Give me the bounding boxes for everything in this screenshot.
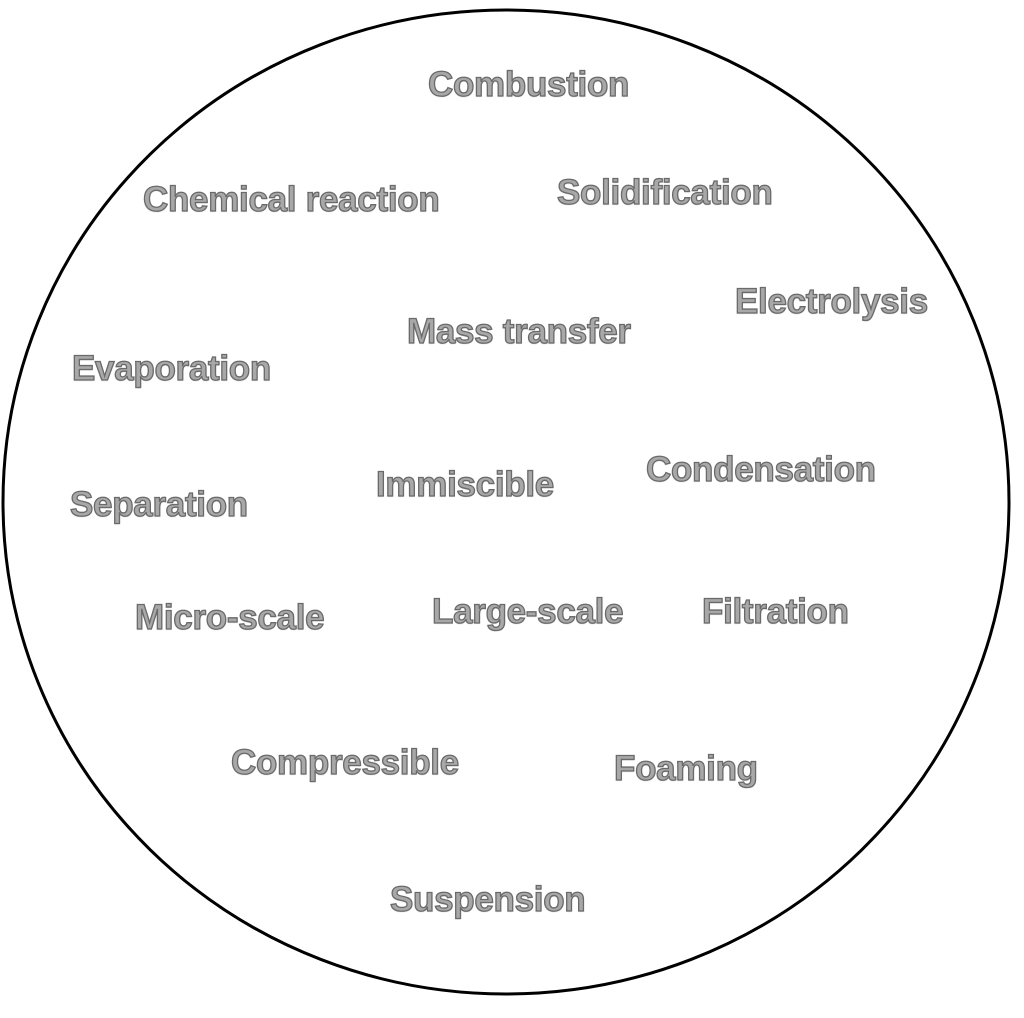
word-combustion: Combustion [427, 64, 630, 104]
word-electrolysis: Electrolysis [734, 281, 929, 321]
word-immiscible: Immiscible [375, 464, 555, 504]
word-micro-scale: Micro-scale [134, 597, 325, 637]
word-solidification: Solidification [556, 172, 773, 212]
word-separation: Separation [69, 484, 248, 524]
word-mass-transfer: Mass transfer [406, 311, 631, 351]
word-condensation: Condensation [645, 449, 876, 489]
word-evaporation: Evaporation [71, 348, 272, 388]
word-filtration: Filtration [701, 591, 849, 631]
word-suspension: Suspension [389, 879, 586, 919]
word-foaming: Foaming [613, 748, 758, 788]
word-chemical-reaction: Chemical reaction [142, 179, 440, 219]
word-compressible: Compressible [230, 742, 459, 782]
word-large-scale: Large-scale [431, 591, 624, 631]
